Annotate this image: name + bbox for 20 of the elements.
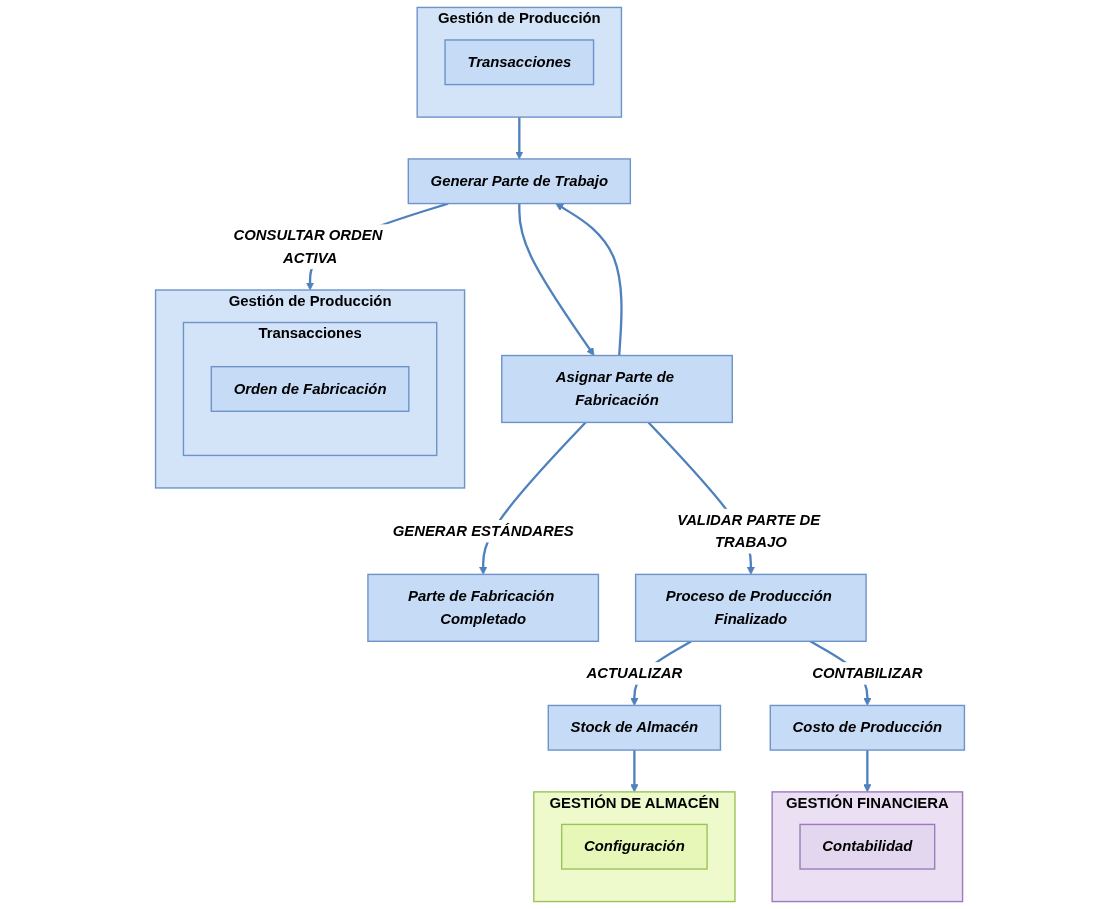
arrow — [518, 203, 595, 356]
edge-label: GENERAR ESTÁNDARES — [392, 522, 574, 539]
node-box: Parte de Fabricación Completado — [367, 573, 600, 642]
arrow — [863, 750, 872, 793]
node-box: Orden de Fabricación — [210, 365, 410, 412]
edge-label: CONTABILIZAR — [812, 665, 923, 681]
node-box: Transacciones — [444, 39, 595, 86]
edge-label: CONSULTAR ORDEN ACTIVA — [233, 227, 383, 266]
node-box: Generar Parte de Trabajo — [407, 158, 632, 205]
node-box: Stock de Almacén — [547, 704, 722, 751]
arrow — [630, 750, 639, 793]
edge-label: VALIDAR PARTE DE TRABAJO — [677, 511, 821, 550]
arrow — [555, 203, 623, 356]
node-box: Contabilidad — [799, 823, 936, 870]
node-box: Configuración — [560, 823, 708, 870]
arrow — [515, 117, 524, 160]
edge-label: ACTUALIZAR — [586, 665, 683, 681]
node-box: Asignar Parte de Fabricación — [501, 354, 733, 424]
node-box: Costo de Producción — [769, 704, 966, 751]
node-box: Proceso de Producción Finalizado — [634, 573, 867, 642]
